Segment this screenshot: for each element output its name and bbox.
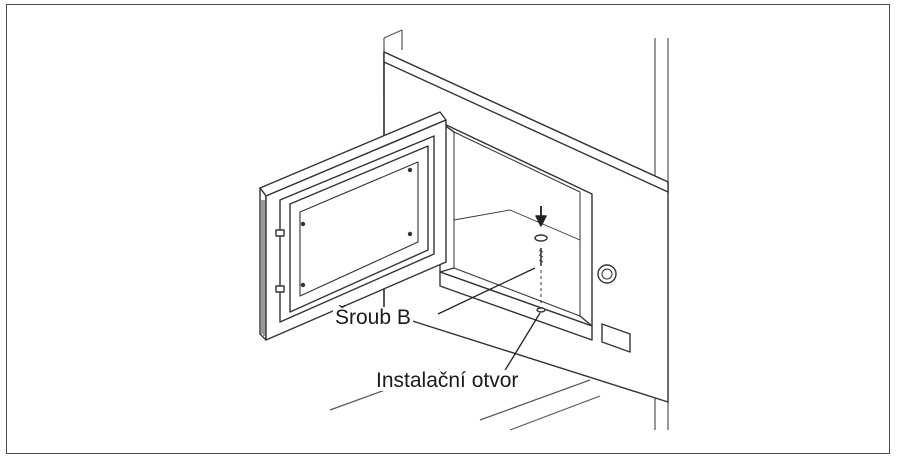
microwave-door — [259, 111, 447, 341]
leader-lines — [437, 267, 541, 373]
screw-b-detail — [534, 206, 548, 313]
control-panel-button — [601, 323, 631, 353]
microwave-cavity — [439, 121, 593, 341]
control-knob — [597, 264, 617, 284]
screw-b-label: Šroub B — [333, 306, 413, 329]
installation-hole-label: Instalační otvor — [374, 369, 521, 392]
